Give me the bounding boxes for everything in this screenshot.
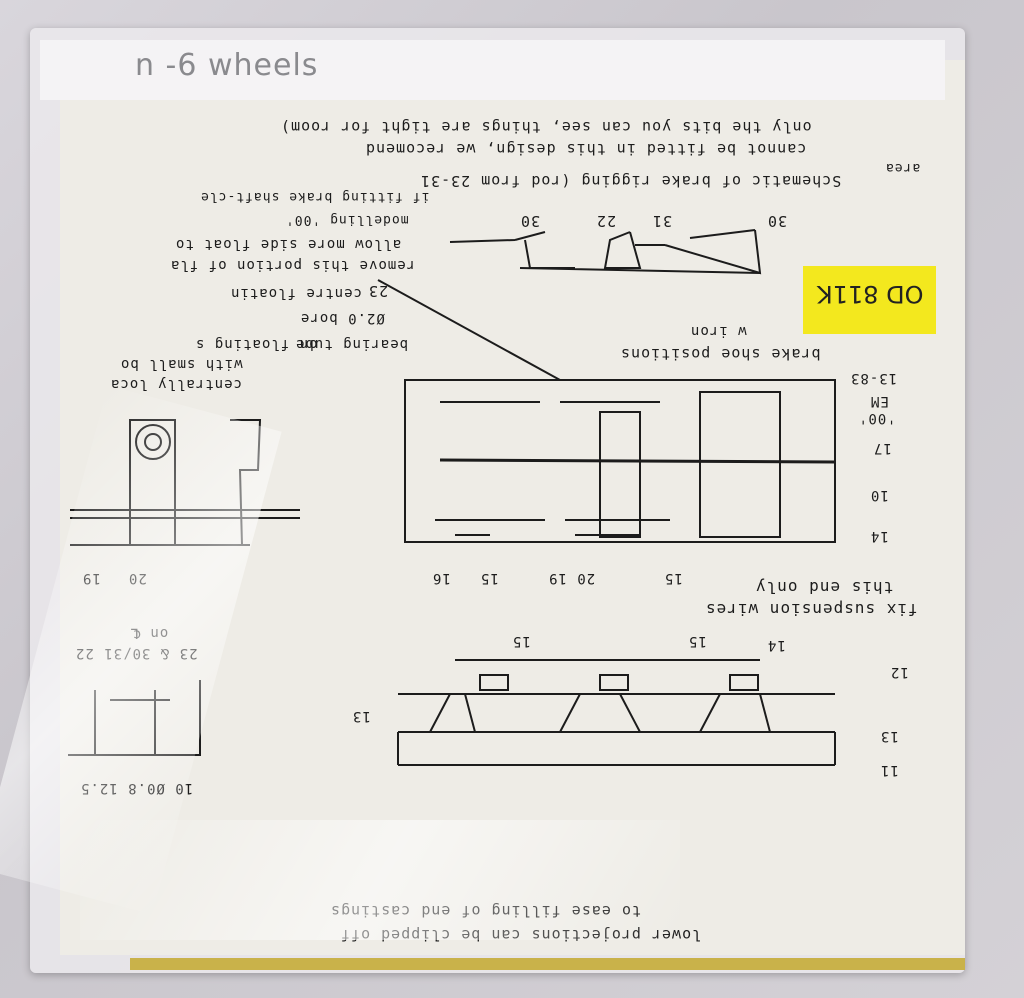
card-edge — [130, 958, 965, 970]
side-elevation — [397, 659, 836, 766]
chassis-plan — [377, 279, 836, 543]
price-tag: OD 811K — [803, 266, 936, 334]
end-detail — [68, 680, 201, 756]
header-strip — [40, 40, 945, 100]
bearing-detail — [70, 419, 300, 546]
title-fragment: n -6 wheels — [135, 48, 319, 83]
brake-schematic — [449, 229, 762, 275]
